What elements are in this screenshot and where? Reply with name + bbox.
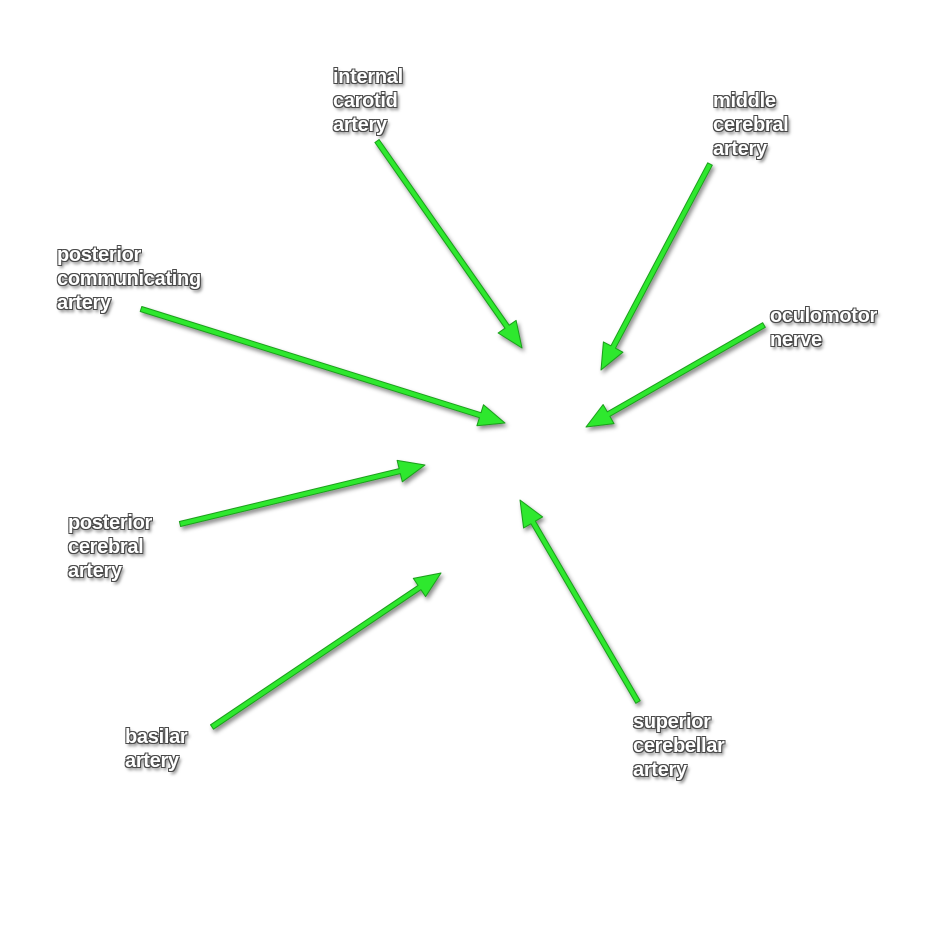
arrow-superior-cerebellar-artery xyxy=(519,499,641,704)
label-superior-cerebellar-artery: superior cerebellar artery xyxy=(633,711,725,781)
label-middle-cerebral-artery: middle cerebral artery xyxy=(713,90,789,160)
arrow-posterior-communicating-artery xyxy=(139,306,506,427)
label-internal-carotid-artery: internal carotid artery xyxy=(333,66,403,136)
arrow-middle-cerebral-artery xyxy=(600,162,713,371)
arrow-internal-carotid-artery xyxy=(374,139,523,349)
label-posterior-communicating-artery: posterior communicating artery xyxy=(57,244,201,314)
label-posterior-cerebral-artery: posterior cerebral artery xyxy=(68,512,152,582)
label-basilar-artery: basilar artery xyxy=(125,726,188,772)
arrow-basilar-artery xyxy=(210,572,442,730)
pointer-arrows xyxy=(139,139,766,730)
label-oculomotor-nerve: oculomotor nerve xyxy=(770,305,877,351)
arrow-oculomotor-nerve xyxy=(585,322,766,428)
arrow-posterior-cerebral-artery xyxy=(178,459,426,527)
